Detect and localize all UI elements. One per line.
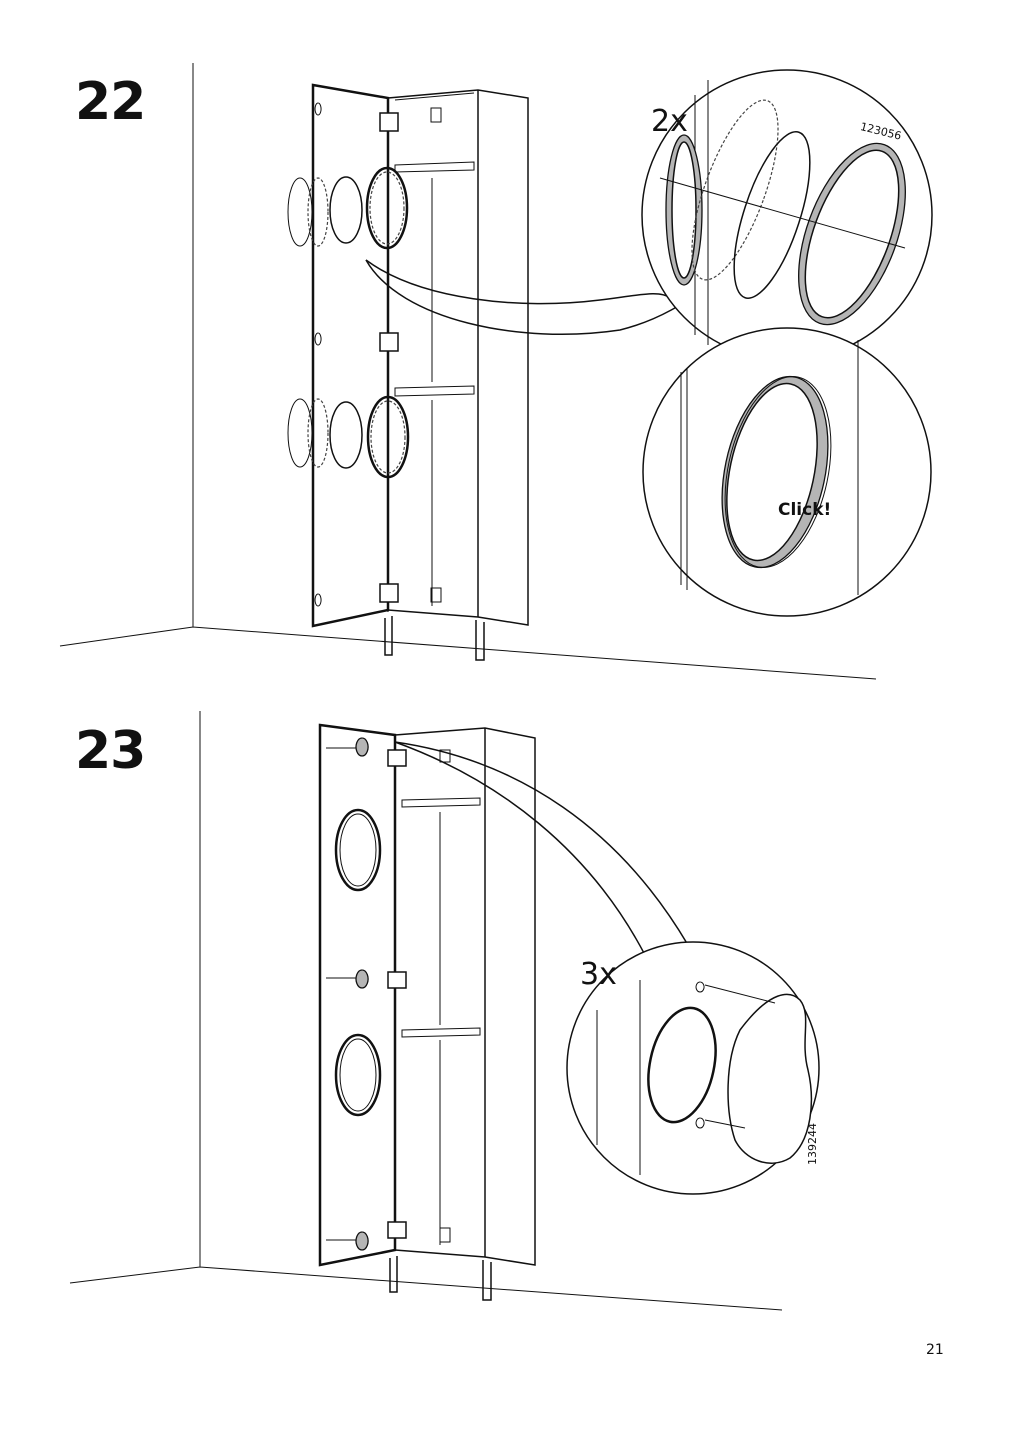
step-22-scene xyxy=(59,63,933,680)
click-callout: Click! xyxy=(778,500,832,520)
page-number: 21 xyxy=(926,1342,944,1358)
step-number-23: 23 xyxy=(75,721,146,781)
step-number-22: 22 xyxy=(75,72,146,132)
part-number-139244: 139244 xyxy=(806,1123,819,1165)
quantity-label-23: 3x xyxy=(580,957,617,992)
hinge-icon xyxy=(379,112,399,603)
quantity-label-22: 2x xyxy=(651,104,688,139)
step-23-scene xyxy=(69,711,820,1311)
